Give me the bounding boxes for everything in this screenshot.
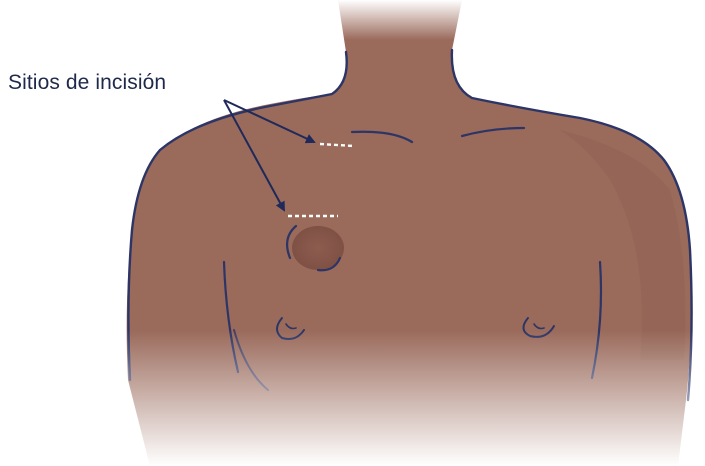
bottom-fade [0, 330, 705, 466]
top-fade [300, 0, 500, 40]
incision-sites-label: Sitios de incisión [8, 71, 166, 95]
